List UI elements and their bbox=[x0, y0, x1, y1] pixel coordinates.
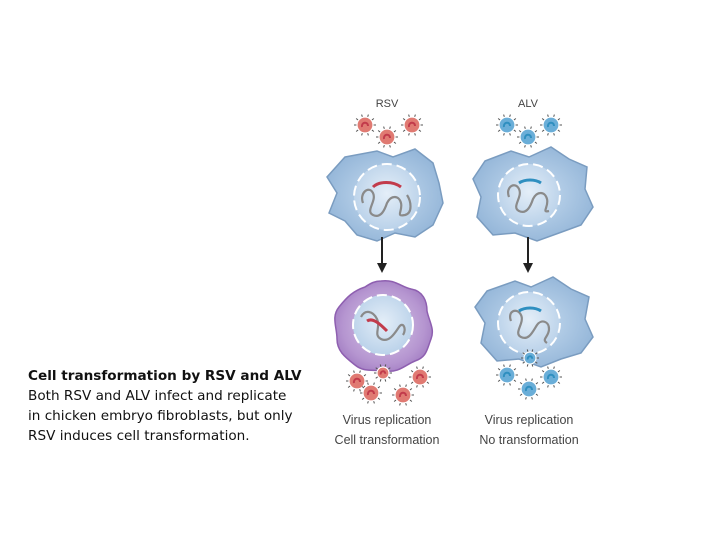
alv-virus-group-bottom bbox=[496, 364, 562, 400]
alv-header: ALV bbox=[518, 98, 539, 110]
virus-capsid bbox=[523, 351, 537, 365]
host-dna bbox=[509, 309, 551, 344]
alv-virus-group-top bbox=[496, 114, 562, 148]
budding-alv-virus-icon bbox=[521, 349, 539, 367]
alv-result-replication: Virus replication bbox=[485, 413, 574, 427]
virus-genome bbox=[398, 391, 407, 398]
virus-capsid bbox=[378, 128, 396, 146]
caption-line-1: Both RSV and ALV infect and replicate bbox=[28, 388, 287, 404]
virus-genome bbox=[546, 373, 555, 380]
virus-capsid bbox=[394, 386, 412, 404]
rsv-virus-icon bbox=[346, 370, 368, 392]
rsv-result-transformation: Cell transformation bbox=[335, 433, 440, 447]
alv-progression-arrow bbox=[523, 237, 533, 273]
virus-capsid bbox=[348, 372, 366, 390]
virus-genome bbox=[524, 385, 533, 392]
rsv-virus-group-bottom bbox=[346, 366, 431, 406]
alv-virus-icon bbox=[540, 366, 562, 388]
rsv-transformed-cell bbox=[334, 279, 434, 382]
virus-capsid bbox=[403, 116, 421, 134]
host-dna bbox=[361, 188, 412, 217]
virus-genome bbox=[502, 371, 511, 378]
virus-capsid bbox=[498, 366, 516, 384]
virus-capsid bbox=[498, 116, 516, 134]
alv-infected-cell bbox=[472, 146, 594, 242]
alv-virus-icon bbox=[496, 364, 518, 386]
alv-result-transformation: No transformation bbox=[479, 433, 578, 447]
caption-line-2: in chicken embryo fibroblasts, but only bbox=[28, 408, 293, 424]
virus-genome bbox=[415, 373, 424, 380]
alv-provirus bbox=[518, 178, 542, 185]
virus-genome bbox=[407, 121, 416, 128]
alv-replicating-cell bbox=[474, 276, 594, 368]
virus-capsid bbox=[520, 380, 538, 398]
alv-virus-icon bbox=[540, 114, 562, 136]
rsv-virus-icon bbox=[401, 114, 423, 136]
virus-capsid bbox=[519, 128, 537, 146]
alv-provirus bbox=[518, 306, 542, 313]
virus-capsid bbox=[362, 384, 380, 402]
rsv-virus-icon bbox=[360, 382, 382, 404]
alv-virus-icon bbox=[496, 114, 518, 136]
virus-capsid bbox=[376, 366, 390, 380]
rsv-progression-arrow bbox=[377, 237, 387, 273]
virus-genome bbox=[379, 370, 387, 375]
virus-genome bbox=[526, 355, 534, 360]
host-dna bbox=[507, 184, 550, 213]
cell-nucleus bbox=[353, 295, 413, 355]
rsv-provirus bbox=[366, 318, 389, 333]
virus-genome bbox=[546, 121, 555, 128]
rsv-virus-icon bbox=[376, 126, 398, 148]
virus-genome bbox=[366, 389, 375, 396]
rsv-header: RSV bbox=[376, 98, 399, 110]
caption-title: Cell transformation by RSV and ALV bbox=[28, 368, 302, 384]
alv-virus-icon bbox=[517, 126, 539, 148]
nuclear-envelope bbox=[352, 294, 414, 356]
nuclear-envelope bbox=[497, 163, 561, 227]
virus-capsid bbox=[411, 368, 429, 386]
rsv-virus-icon bbox=[392, 384, 414, 406]
budding-rsv-virus-icon bbox=[374, 364, 392, 382]
virus-genome bbox=[360, 121, 369, 128]
host-dna bbox=[360, 310, 406, 341]
virus-capsid bbox=[542, 368, 560, 386]
virus-genome bbox=[523, 133, 532, 140]
rsv-virus-group-top bbox=[354, 114, 423, 148]
virus-capsid bbox=[542, 116, 560, 134]
rsv-alv-diagram: RSV ALV bbox=[326, 98, 594, 447]
virus-capsid bbox=[356, 116, 374, 134]
nuclear-envelope bbox=[353, 163, 421, 231]
rsv-provirus bbox=[371, 181, 402, 189]
rsv-virus-icon bbox=[354, 114, 376, 136]
virus-genome bbox=[502, 121, 511, 128]
rsv-result-replication: Virus replication bbox=[343, 413, 432, 427]
virus-genome bbox=[352, 377, 361, 384]
virus-genome bbox=[382, 133, 391, 140]
rsv-infected-cell bbox=[326, 148, 444, 242]
alv-virus-icon bbox=[518, 378, 540, 400]
figure-caption: Cell transformation by RSV and ALV Both … bbox=[28, 366, 328, 446]
caption-line-3: RSV induces cell transformation. bbox=[28, 428, 250, 444]
rsv-virus-icon bbox=[409, 366, 431, 388]
